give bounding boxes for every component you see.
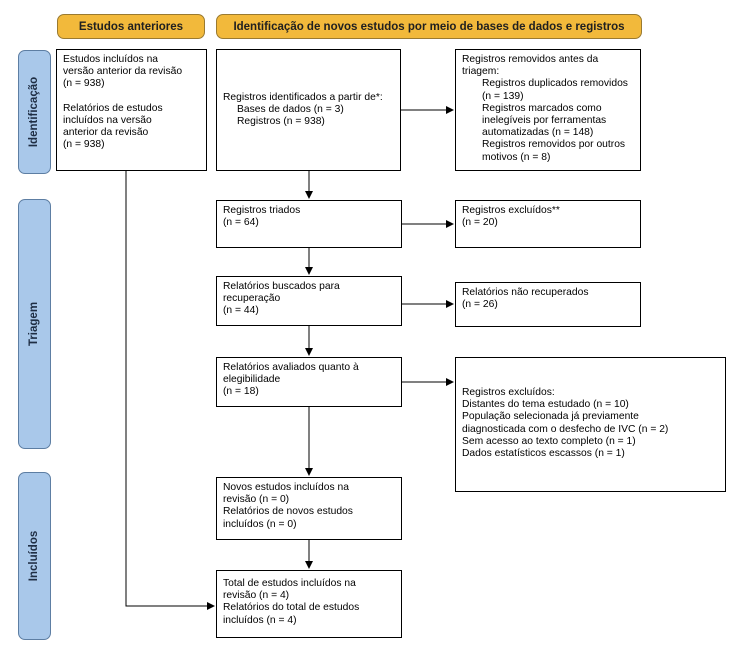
previous-studies-text: Estudos incluídos na bbox=[63, 54, 159, 65]
excluded-title: Registros excluídos** bbox=[462, 205, 560, 216]
removed-title: Registros removidos antes da bbox=[462, 54, 599, 65]
previous-reports-count: (n = 938) bbox=[63, 139, 105, 151]
identified-databases: Bases de dados (n = 3) bbox=[237, 103, 344, 115]
phase-included: Incluídos bbox=[18, 472, 51, 640]
box-reports-not-retrieved: Relatórios não recuperados (n = 26) bbox=[455, 282, 641, 327]
total-included-studies-2: revisão (n = 4) bbox=[223, 590, 290, 602]
box-reports-excluded-reasons: Registros excluídos: Distantes do tema e… bbox=[455, 357, 726, 492]
box-records-identified: Registros identificados a partir de*: Ba… bbox=[216, 49, 401, 171]
phase-identification: Identificação bbox=[18, 50, 51, 174]
total-included-studies: Total de estudos incluídos na bbox=[223, 578, 356, 589]
removed-duplicates-count: (n = 139) bbox=[482, 90, 524, 102]
excluded-reason-off-topic: Distantes do tema estudado (n = 10) bbox=[462, 399, 629, 411]
excluded-reason-no-full-text: Sem acesso ao texto completo (n = 1) bbox=[462, 435, 636, 447]
removed-automation-3: automatizadas (n = 148) bbox=[482, 127, 594, 139]
header-new-studies-label: Identificação de novos estudos por meio … bbox=[233, 20, 625, 33]
removed-title-2: triagem: bbox=[462, 66, 500, 78]
box-records-removed: Registros removidos antes da triagem: Re… bbox=[455, 49, 641, 171]
previous-reports-text-3: anterior da revisão bbox=[63, 127, 149, 139]
phase-screening: Triagem bbox=[18, 199, 51, 449]
screened-count: (n = 64) bbox=[223, 217, 259, 229]
screened-title: Registros triados bbox=[223, 205, 301, 216]
previous-studies-count: (n = 938) bbox=[63, 78, 105, 90]
header-new-studies: Identificação de novos estudos por meio … bbox=[216, 14, 642, 39]
sought-count: (n = 44) bbox=[223, 305, 259, 317]
new-included-reports: Relatórios de novos estudos bbox=[223, 506, 353, 518]
box-reports-assessed: Relatórios avaliados quanto à elegibilid… bbox=[216, 357, 402, 407]
not-retrieved-title: Relatórios não recuperados bbox=[462, 287, 589, 298]
new-included-studies: Novos estudos incluídos na bbox=[223, 482, 349, 493]
removed-automation-2: inelegíveis por ferramentas bbox=[482, 115, 607, 127]
header-previous-studies: Estudos anteriores bbox=[57, 14, 205, 39]
sought-title-2: recuperação bbox=[223, 293, 281, 305]
total-included-reports: Relatórios do total de estudos bbox=[223, 602, 360, 614]
removed-duplicates: Registros duplicados removidos bbox=[482, 78, 628, 90]
previous-reports-text-2: incluídos na versão bbox=[63, 114, 152, 126]
box-records-excluded: Registros excluídos** (n = 20) bbox=[455, 200, 641, 248]
not-retrieved-count: (n = 26) bbox=[462, 299, 498, 311]
assessed-title-2: elegibilidade bbox=[223, 374, 281, 386]
removed-automation: Registros marcados como bbox=[482, 102, 602, 114]
arrow-previous-to-total bbox=[125, 171, 215, 610]
sought-title: Relatórios buscados para bbox=[223, 281, 340, 292]
excluded-reasons-title: Registros excluídos: bbox=[462, 387, 555, 398]
previous-studies-text-2: versão anterior da revisão bbox=[63, 66, 183, 78]
previous-reports-text: Relatórios de estudos bbox=[63, 102, 163, 114]
identified-registers: Registros (n = 938) bbox=[237, 116, 325, 128]
removed-other: Registros removidos por outros bbox=[482, 139, 626, 151]
excluded-reason-population-2: diagnosticada com o desfecho de IVC (n =… bbox=[462, 423, 669, 435]
excluded-reason-population: População selecionada já previamente bbox=[462, 411, 639, 423]
header-previous-studies-label: Estudos anteriores bbox=[78, 20, 184, 33]
assessed-count: (n = 18) bbox=[223, 386, 259, 398]
excluded-count: (n = 20) bbox=[462, 217, 498, 229]
box-previous-studies: Estudos incluídos na versão anterior da … bbox=[56, 49, 207, 171]
excluded-reason-scarce-data: Dados estatísticos escassos (n = 1) bbox=[462, 448, 625, 460]
new-included-reports-2: incluídos (n = 0) bbox=[223, 518, 297, 530]
box-records-screened: Registros triados (n = 64) bbox=[216, 200, 402, 248]
identified-title: Registros identificados a partir de*: bbox=[223, 91, 383, 103]
box-total-studies-included: Total de estudos incluídos na revisão (n… bbox=[216, 570, 402, 638]
assessed-title: Relatórios avaliados quanto à bbox=[223, 362, 359, 373]
removed-other-2: motivos (n = 8) bbox=[482, 151, 551, 163]
box-reports-sought: Relatórios buscados para recuperação (n … bbox=[216, 276, 402, 326]
new-included-studies-2: revisão (n = 0) bbox=[223, 494, 290, 506]
box-new-studies-included: Novos estudos incluídos na revisão (n = … bbox=[216, 477, 402, 540]
total-included-reports-2: incluídos (n = 4) bbox=[223, 614, 297, 626]
